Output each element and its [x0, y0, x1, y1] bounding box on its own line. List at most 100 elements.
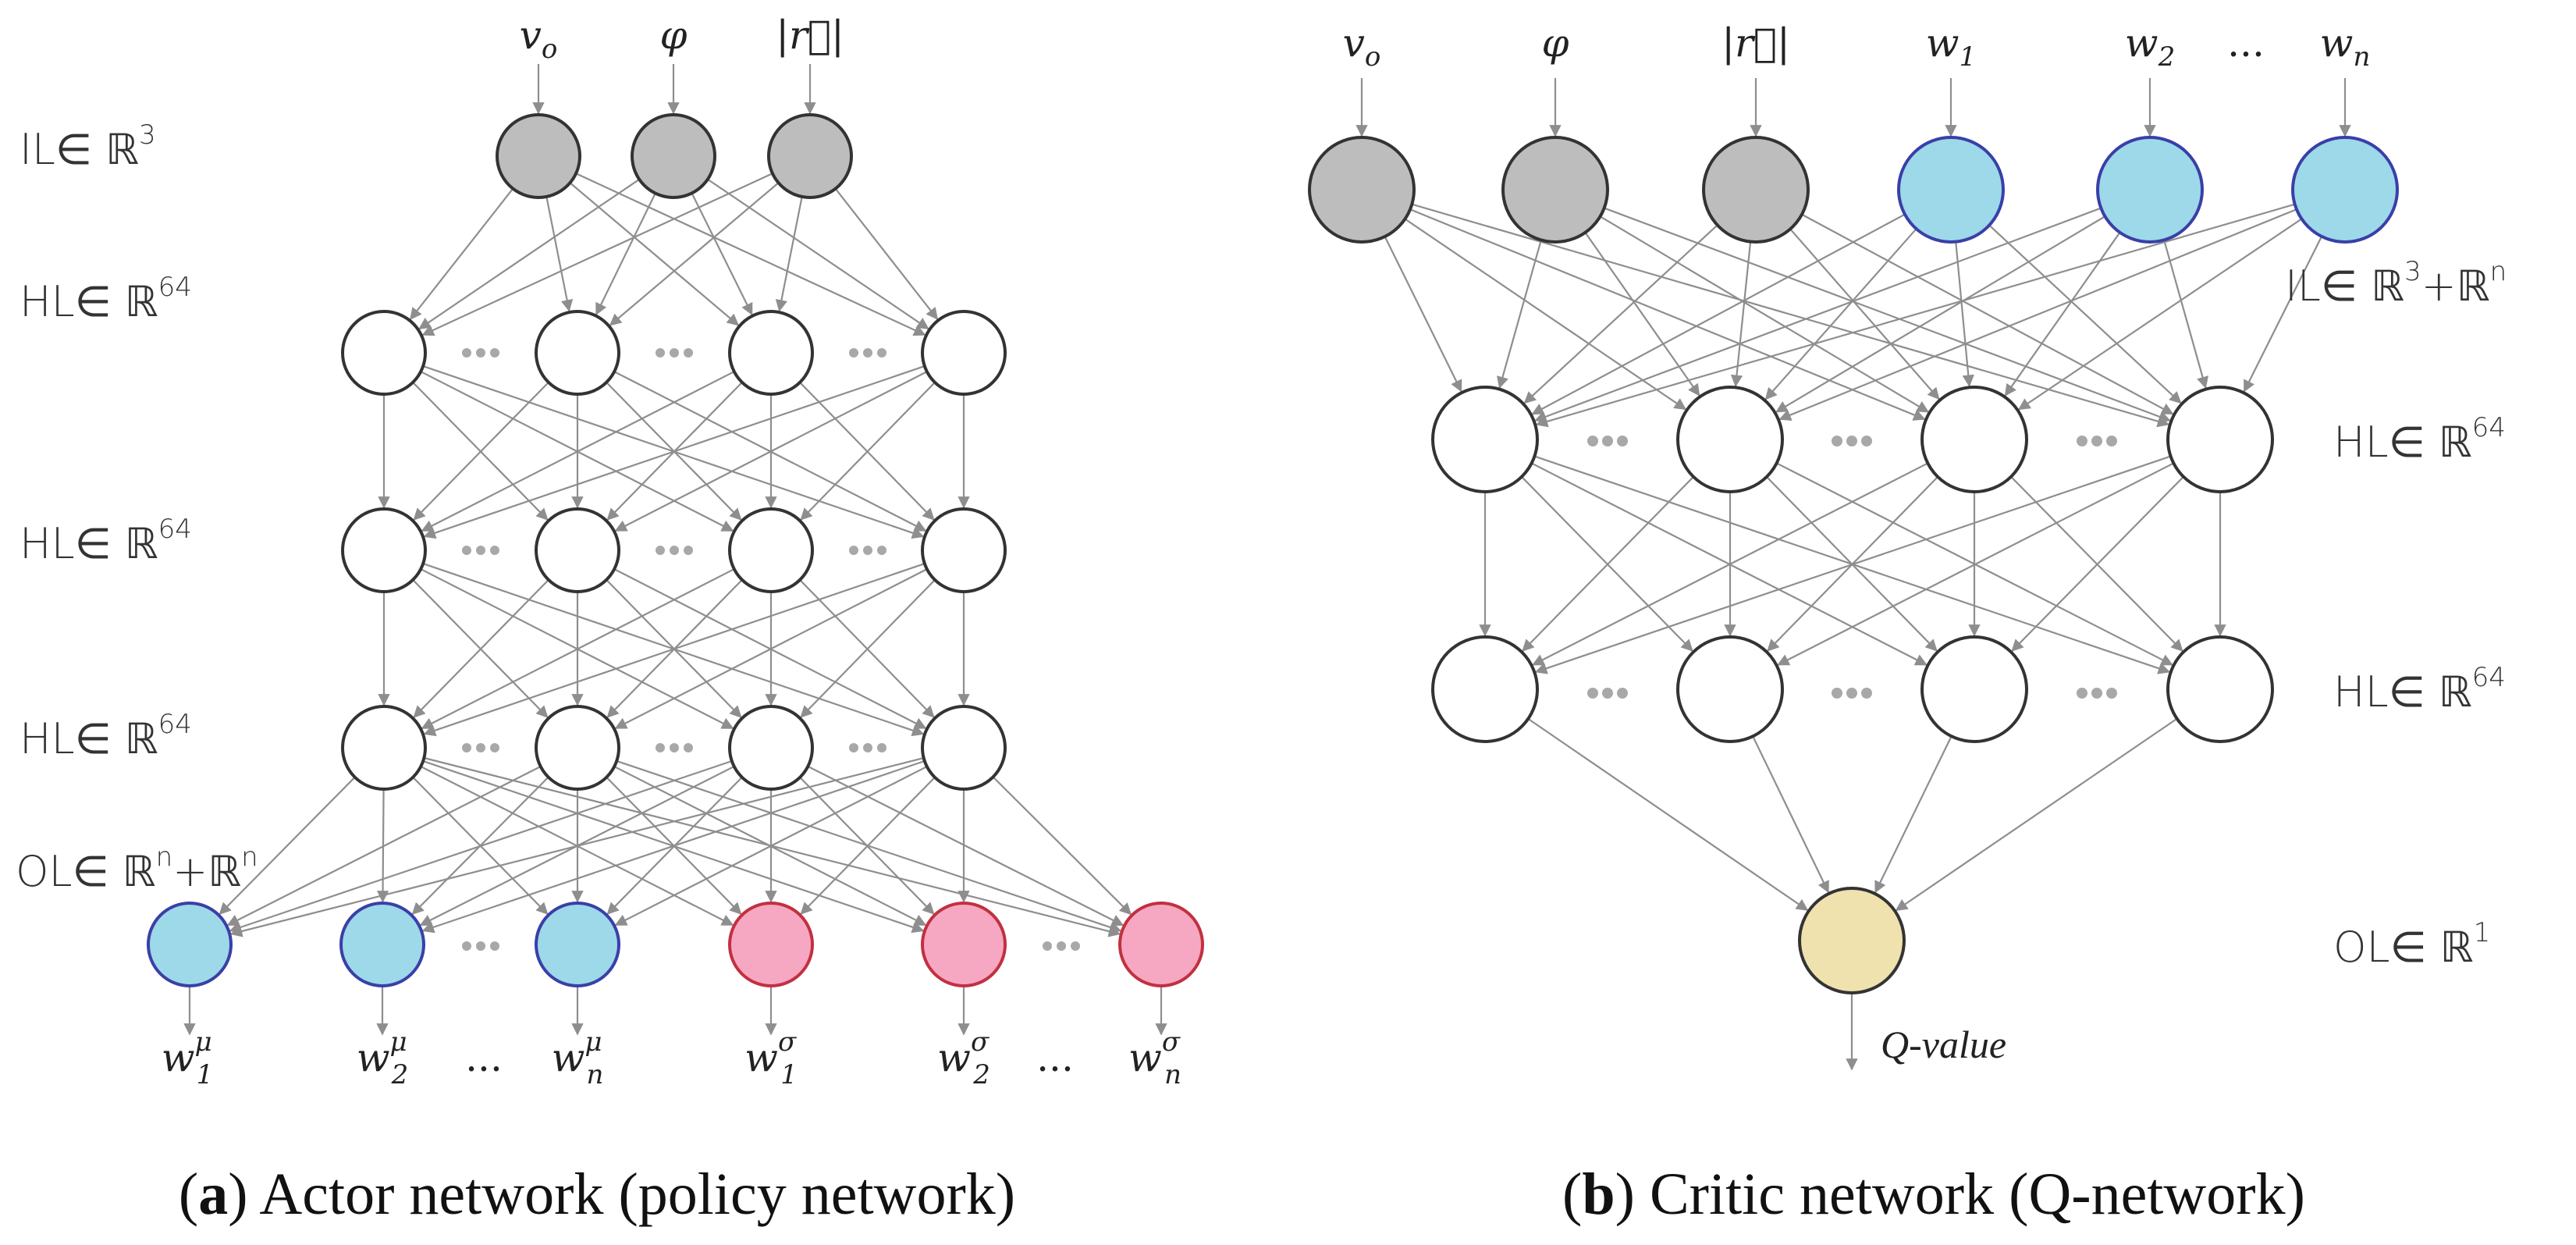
critic-hidden-ellipsis	[2077, 436, 2087, 446]
critic-ellipsis-dots	[1587, 436, 2117, 699]
actor-hidden-node	[728, 507, 814, 593]
critic-input-label-wn: wn	[2320, 20, 2371, 73]
actor-hidden-ellipsis	[684, 348, 693, 357]
critic-weight-input-node	[2291, 136, 2399, 244]
critic-weight-input-node	[2096, 136, 2204, 244]
critic-hidden-node	[1676, 386, 1784, 493]
actor-hidden-ellipsis	[877, 348, 886, 357]
critic-network: vo φ |r⃗| w1 w2 ... wn IL∈ ℝ3+ℝn HL∈ ℝ64…	[1308, 20, 2507, 1227]
actor-hl1-hl2-edge	[800, 382, 936, 521]
actor-output-ellipsis	[462, 941, 471, 951]
critic-il-hl1-edge	[1409, 208, 1926, 421]
critic-hidden-node	[2166, 386, 2274, 493]
actor-hidden-ellipsis	[462, 743, 471, 752]
critic-il-hl1-edge	[1534, 207, 2102, 423]
critic-nodes	[1308, 136, 2399, 994]
actor-hl1-hl2-edge	[423, 365, 926, 539]
actor-output-mu-node	[339, 902, 425, 987]
actor-output-mu-node	[535, 902, 620, 987]
actor-hl3-ol-edge	[421, 759, 926, 934]
critic-hl1-hl2-edge	[2011, 475, 2184, 652]
critic-caption: (b) Critic network (Q-network)	[1562, 1161, 2305, 1227]
critic-output-node	[1798, 887, 1906, 994]
actor-hl3-ol-edge	[614, 766, 928, 927]
actor-hl3-ol-edge	[226, 765, 542, 927]
actor-hidden-ellipsis	[670, 348, 679, 357]
critic-input-node	[1702, 136, 1810, 244]
critic-il-hl1-edge	[1789, 228, 1940, 400]
critic-hl2-ol-edge	[1874, 735, 1952, 894]
actor-hidden-node	[535, 705, 620, 791]
actor-hidden-node	[341, 705, 427, 791]
actor-hl1-hl2-edge	[421, 371, 735, 532]
critic-hl2-ol-edge	[1895, 717, 2178, 912]
actor-il-hl1-edge	[707, 178, 929, 330]
actor-layer-label-input: IL∈ ℝ3	[20, 119, 156, 174]
actor-hl3-ol-edge	[229, 759, 733, 934]
actor-output-label-ellipsis-sigma: ...	[1036, 1035, 1074, 1080]
actor-hidden-node	[535, 310, 620, 396]
critic-il-hl1-edge	[2163, 240, 2208, 390]
critic-hidden-ellipsis	[1846, 436, 1857, 446]
actor-input-label-vo: vo	[520, 12, 558, 65]
actor-hidden-ellipsis	[490, 743, 499, 752]
actor-hidden-ellipsis	[462, 546, 471, 555]
critic-hl1-hl2-edge	[1522, 476, 1694, 652]
actor-caption: (a) Actor network (policy network)	[179, 1161, 1015, 1227]
critic-hidden-node	[1431, 386, 1539, 493]
critic-hidden-ellipsis	[1602, 436, 1613, 446]
critic-hidden-ellipsis	[1617, 688, 1628, 699]
actor-hl3-ol-edge	[992, 776, 1132, 916]
critic-il-hl1-edge	[1730, 241, 1752, 387]
actor-hidden-ellipsis	[863, 743, 872, 752]
actor-output-sigma-node	[728, 902, 814, 987]
actor-network: vo φ |r⃗| IL∈ ℝ3 HL∈ ℝ64 HL∈ ℝ64 HL∈ ℝ64…	[16, 12, 1204, 1227]
critic-input-label-vo: vo	[1343, 20, 1381, 73]
critic-input-label-w2: w2	[2125, 20, 2175, 73]
critic-hidden-ellipsis	[2106, 688, 2117, 699]
critic-hl1-hl2-edge	[1532, 462, 1928, 666]
critic-il-hl1-edge	[1778, 208, 2297, 421]
actor-il-hl1-edge	[421, 173, 773, 336]
critic-il-hl1-edge	[1384, 236, 1462, 393]
actor-hl2-hl3-edge	[800, 579, 936, 718]
actor-hidden-node	[728, 310, 814, 396]
actor-layer-label-hidden-2: HL∈ ℝ64	[20, 514, 192, 568]
actor-hidden-ellipsis	[656, 348, 665, 357]
critic-hl2-ol-edge	[1752, 735, 1829, 894]
actor-hidden-node	[535, 507, 620, 593]
actor-il-hl1-edge	[569, 182, 740, 326]
critic-hidden-ellipsis	[1832, 436, 1842, 446]
actor-output-label-ellipsis-mu: ...	[465, 1035, 503, 1080]
actor-output-ellipsis	[1043, 941, 1052, 951]
critic-il-hl1-edge	[1497, 240, 1542, 390]
critic-hidden-ellipsis	[1846, 688, 1857, 699]
critic-hidden-ellipsis	[1587, 688, 1598, 699]
critic-il-hl1-edge	[1404, 218, 1687, 411]
critic-hidden-ellipsis	[1861, 688, 1872, 699]
critic-layer-label-hidden-1: HL∈ ℝ64	[2333, 412, 2506, 467]
critic-il-hl1-edge	[1412, 203, 2170, 428]
actor-hl3-ol-edge	[219, 776, 356, 915]
critic-il-hl1-edge	[1584, 232, 1700, 397]
critic-il-hl1-edge	[1764, 228, 1917, 400]
actor-hidden-ellipsis	[877, 743, 886, 752]
actor-output-ellipsis	[1057, 941, 1066, 951]
actor-output-ellipsis	[490, 941, 499, 951]
critic-input-node	[1501, 136, 1609, 244]
actor-il-hl1-edge	[609, 182, 780, 326]
actor-hidden-ellipsis	[476, 348, 485, 357]
actor-hidden-node	[341, 310, 427, 396]
critic-hl1-hl2-edge	[1777, 462, 2174, 666]
critic-input-node	[1308, 136, 1416, 244]
actor-hidden-ellipsis	[849, 348, 858, 357]
critic-hidden-node	[1431, 635, 1539, 743]
actor-hl3-ol-edge	[229, 756, 924, 937]
critic-hidden-node	[1676, 635, 1784, 743]
actor-output-sigma-node	[1118, 902, 1204, 987]
actor-hidden-node	[921, 705, 1007, 791]
